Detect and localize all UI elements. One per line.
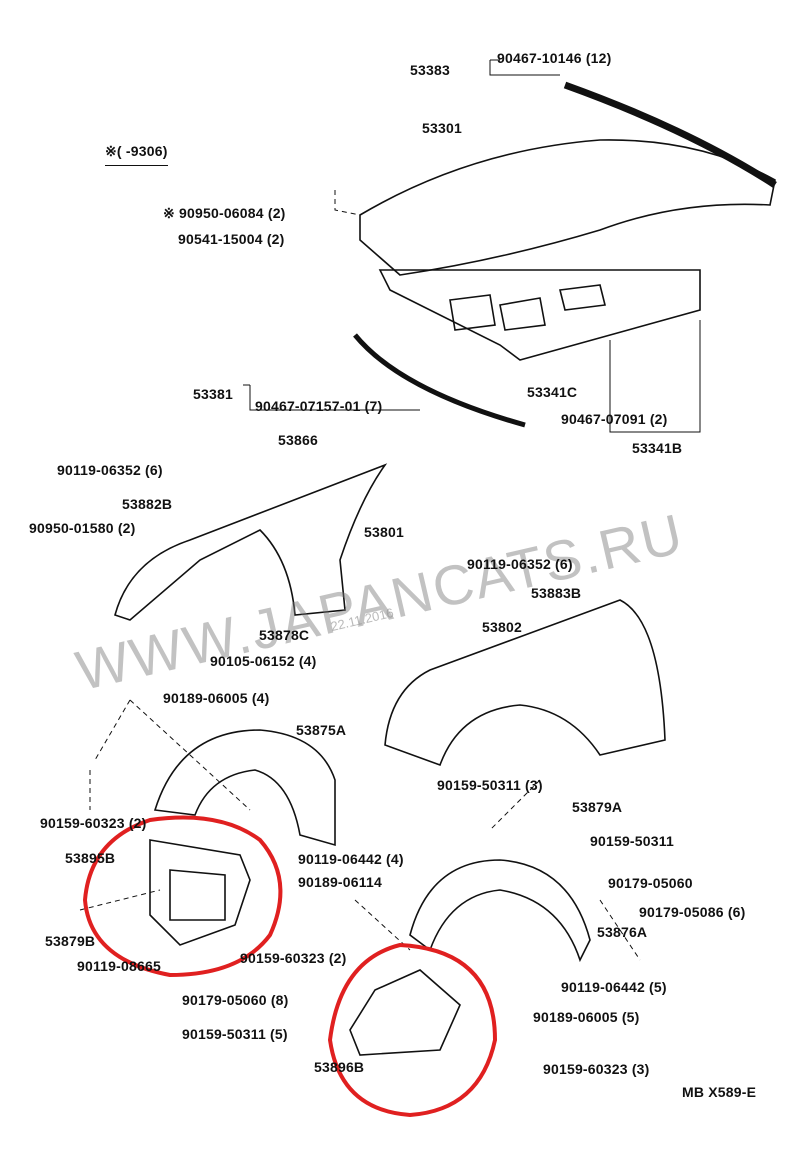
highlight-circle-53896B bbox=[327, 942, 498, 1118]
fender-53801 bbox=[114, 463, 388, 621]
part-label: 90467-07091 (2) bbox=[561, 411, 668, 427]
part-label-53878C: 53878C bbox=[259, 627, 310, 643]
part-label: 90119-06442 (5) bbox=[561, 979, 667, 995]
part-label: 90119-06352 (6) bbox=[467, 556, 573, 572]
splash-shield-53896B bbox=[349, 969, 461, 1056]
part-label: 90119-06442 (4) bbox=[298, 851, 404, 867]
part-label-53381: 53381 bbox=[193, 386, 233, 402]
fender-53802 bbox=[384, 599, 666, 767]
part-label-53895B: 53895B bbox=[65, 850, 116, 866]
fender-liner-53876A bbox=[409, 859, 591, 963]
part-label-53883B: 53883B bbox=[531, 585, 582, 601]
highlight-circle-53895B bbox=[82, 815, 283, 978]
part-label: 90105-06152 (4) bbox=[210, 653, 317, 669]
part-label: 90159-50311 bbox=[590, 833, 674, 849]
part-label-53875A: 53875A bbox=[296, 722, 347, 738]
part-label: 90541-15004 (2) bbox=[178, 231, 285, 247]
part-label-53876A: 53876A bbox=[597, 924, 648, 940]
part-label-53341C: 53341C bbox=[527, 384, 578, 400]
part-label: 90159-60323 (3) bbox=[543, 1061, 650, 1077]
part-label-53896B: 53896B bbox=[314, 1059, 365, 1075]
part-label: 90179-05060 (8) bbox=[182, 992, 289, 1008]
part-label: 90467-10146 (12) bbox=[497, 50, 612, 66]
part-label: ※ 90950-06084 (2) bbox=[163, 205, 286, 221]
part-label: 90467-07157-01 (7) bbox=[255, 398, 383, 414]
part-label: 90159-50311 (3) bbox=[437, 777, 543, 793]
part-label: 90950-01580 (2) bbox=[29, 520, 136, 536]
hood-insulator bbox=[378, 269, 701, 361]
part-label: 90179-05060 bbox=[608, 875, 693, 891]
diagram-code: MB X589-E bbox=[682, 1084, 757, 1100]
part-label-53802: 53802 bbox=[482, 619, 522, 635]
part-label-53879A: 53879A bbox=[572, 799, 623, 815]
part-label: 90189-06114 bbox=[298, 874, 382, 890]
part-label-53879B: 53879B bbox=[45, 933, 96, 949]
part-label-53801: 53801 bbox=[364, 524, 404, 540]
hood-weatherstrip-53383 bbox=[563, 81, 777, 188]
part-label: 90159-60323 (2) bbox=[240, 950, 347, 966]
part-label-53866: 53866 bbox=[278, 432, 318, 448]
part-label: 90119-08665 bbox=[77, 958, 161, 974]
hood-seal-53381 bbox=[353, 333, 526, 428]
part-label: 90159-50311 (5) bbox=[182, 1026, 288, 1042]
fender-liner-53875A bbox=[153, 729, 336, 847]
part-label: 90189-06005 (5) bbox=[533, 1009, 640, 1025]
note-model-range: ※( -9306) bbox=[105, 143, 168, 166]
part-label: 90119-06352 (6) bbox=[57, 462, 163, 478]
splash-shield-53895B bbox=[149, 839, 251, 946]
part-label-53882B: 53882B bbox=[122, 496, 173, 512]
part-label-53383: 53383 bbox=[410, 62, 450, 78]
part-label: 90159-60323 (2) bbox=[40, 815, 147, 831]
part-label: 90179-05086 (6) bbox=[639, 904, 746, 920]
part-label-53301: 53301 bbox=[422, 120, 462, 136]
part-label: 90189-06005 (4) bbox=[163, 690, 270, 706]
part-label-53341B: 53341B bbox=[632, 440, 683, 456]
hood-53301 bbox=[359, 139, 776, 276]
